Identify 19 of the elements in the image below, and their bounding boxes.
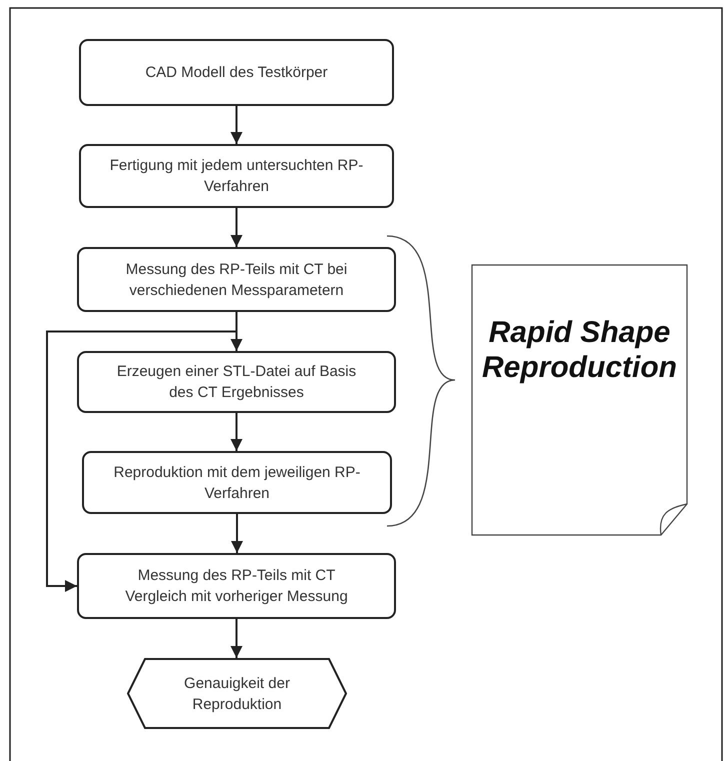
arrow [230, 413, 242, 451]
arrow [230, 208, 242, 247]
arrow [230, 106, 242, 144]
step-text: Genauigkeit der Reproduktion [183, 674, 291, 714]
step-text: CAD Modell des Testkörper [145, 63, 328, 83]
process-box [77, 351, 396, 413]
arrow [231, 514, 243, 553]
step-text: Messung des RP-Teils mit CT Vergleich mit vorheriger Messung [124, 566, 349, 607]
process-box [82, 451, 392, 514]
process-box [77, 247, 396, 312]
document-title: Rapid Shape Reproduction [481, 316, 678, 385]
process-box [79, 144, 394, 208]
process-box [79, 39, 394, 106]
arrow [230, 619, 242, 658]
step-text: Messung des RP-Teils mit CT bei verschiedenen Messparametern [124, 260, 348, 300]
step-text: Erzeugen einer STL-Datei auf Basis des CT Ergebnisses [116, 362, 356, 403]
step-text: Reproduktion mit dem jeweiligen RP-Verfahren [112, 462, 362, 504]
step-text: Fertigung mit jedem untersuchten RP-Verfahren [108, 156, 364, 197]
process-box [77, 553, 396, 619]
